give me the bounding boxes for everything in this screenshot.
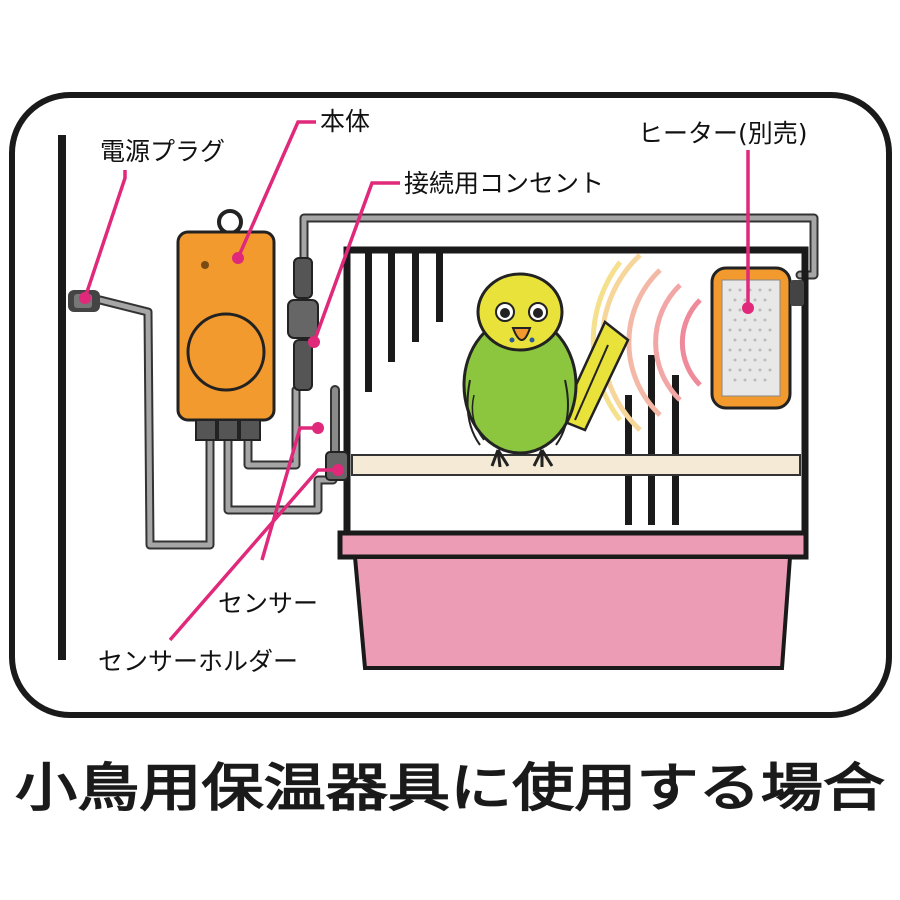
label-power-plug: 電源プラグ xyxy=(100,137,225,166)
label-sensor: センサー xyxy=(218,589,318,618)
label-heater: ヒーター(別売) xyxy=(638,119,808,148)
main-unit xyxy=(176,209,276,441)
bird-cage xyxy=(325,246,809,670)
heater xyxy=(710,266,804,410)
label-connection-outlet: 接続用コンセント xyxy=(404,169,604,198)
wall xyxy=(58,135,66,660)
cables xyxy=(95,213,819,550)
diagram-caption: 小鳥用保温器具に使用する場合 xyxy=(15,759,885,819)
budgie xyxy=(462,272,630,468)
label-sensor-holder: センサーホルダー xyxy=(98,647,298,676)
leader-dots xyxy=(79,252,754,476)
label-main-unit: 本体 xyxy=(320,107,370,136)
connection-outlet xyxy=(287,257,319,391)
